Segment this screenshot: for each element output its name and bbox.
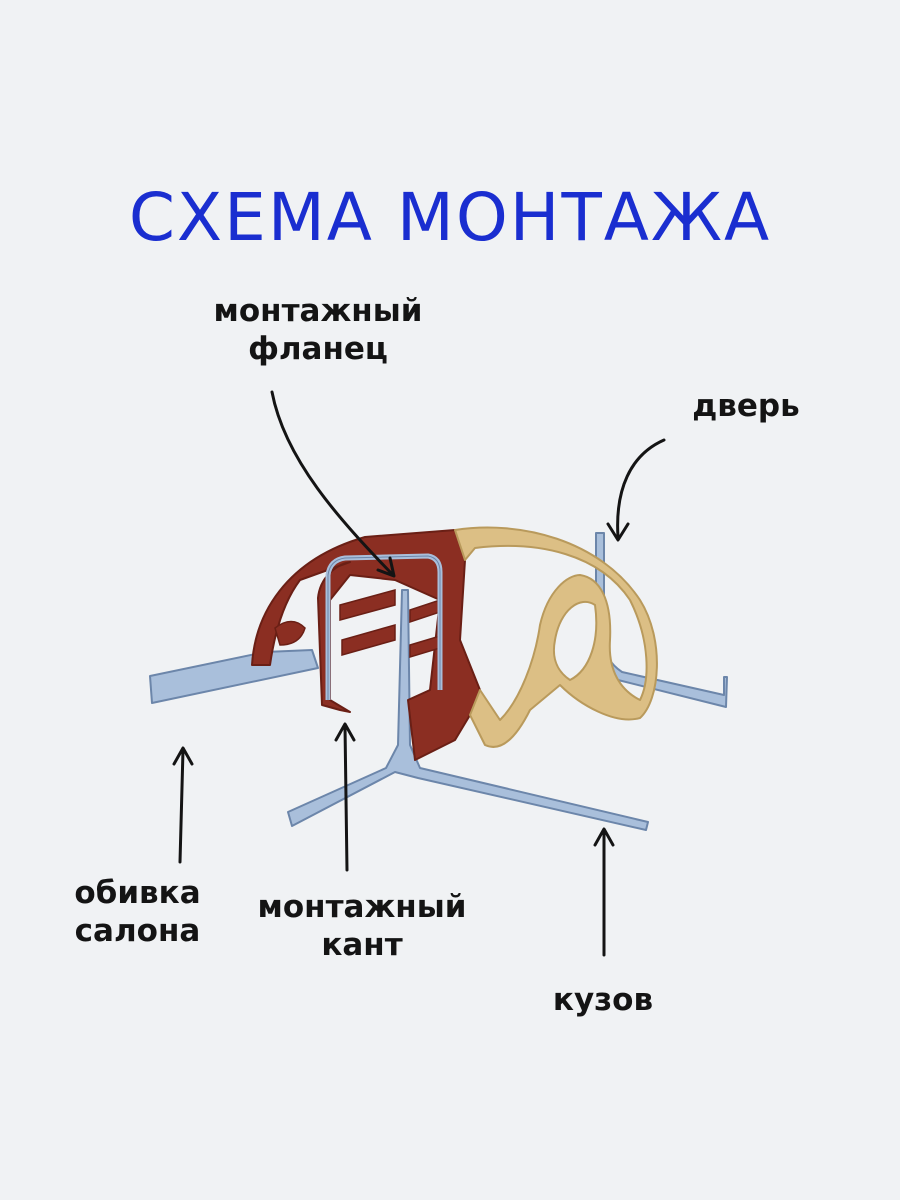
label-mounting-edge-line1: монтажный	[257, 889, 467, 925]
arrow-edge	[334, 722, 356, 872]
arrow-flange	[270, 390, 396, 578]
trim-panel	[149, 649, 319, 704]
label-mounting-flange-line2: фланец	[248, 331, 388, 367]
arrow-body	[593, 827, 615, 957]
diagram-title: СХЕМА МОНТАЖА	[128, 179, 772, 256]
label-interior-trim-line2: салона	[74, 913, 201, 949]
label-car-body-text: кузов	[552, 982, 654, 1018]
edge-metal-insert	[325, 553, 443, 700]
label-door-text: дверь	[692, 388, 800, 424]
body-panel	[287, 589, 649, 831]
arrow-trim	[172, 746, 194, 864]
label-mounting-edge-line2: кант	[321, 927, 403, 963]
edge-profile	[251, 529, 481, 761]
label-door: дверь	[676, 387, 816, 425]
label-interior-trim: обивка салона	[55, 874, 220, 950]
label-interior-trim-line1: обивка	[74, 875, 201, 911]
arrow-door	[606, 438, 666, 542]
seal-profile	[454, 526, 658, 748]
label-mounting-flange-line1: монтажный	[213, 293, 423, 329]
label-car-body: кузов	[533, 981, 673, 1019]
label-mounting-edge: монтажный кант	[232, 888, 492, 964]
label-mounting-flange: монтажный фланец	[188, 292, 448, 368]
